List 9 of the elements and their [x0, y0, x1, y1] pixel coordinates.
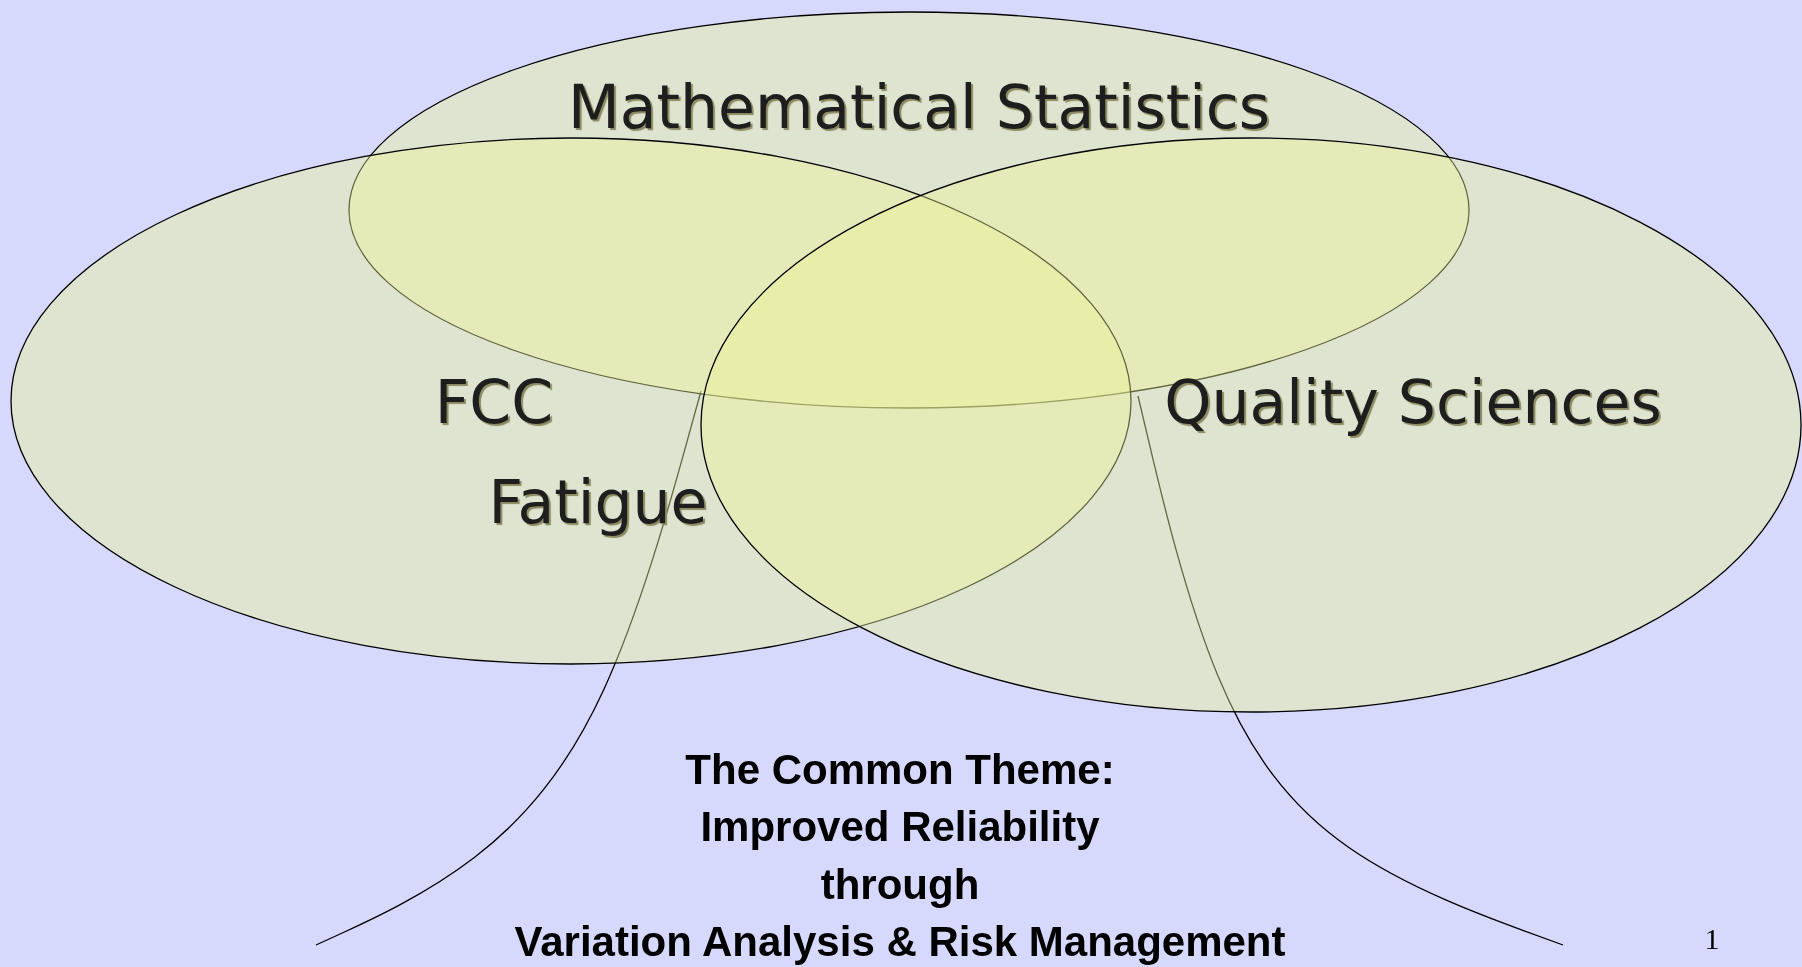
- theme-text: through: [820, 861, 980, 909]
- page-number: 1: [1704, 922, 1720, 956]
- region-title: Quality Sciences: [1164, 367, 1662, 437]
- theme-text: Variation Analysis & Risk Management: [514, 918, 1286, 966]
- region-title: FCC: [434, 367, 554, 437]
- theme-text: Improved Reliability: [700, 803, 1100, 851]
- region-title: Fatigue: [488, 467, 708, 537]
- region-title: Mathematical Statistics: [567, 72, 1271, 142]
- theme-text: The Common Theme:: [685, 746, 1115, 794]
